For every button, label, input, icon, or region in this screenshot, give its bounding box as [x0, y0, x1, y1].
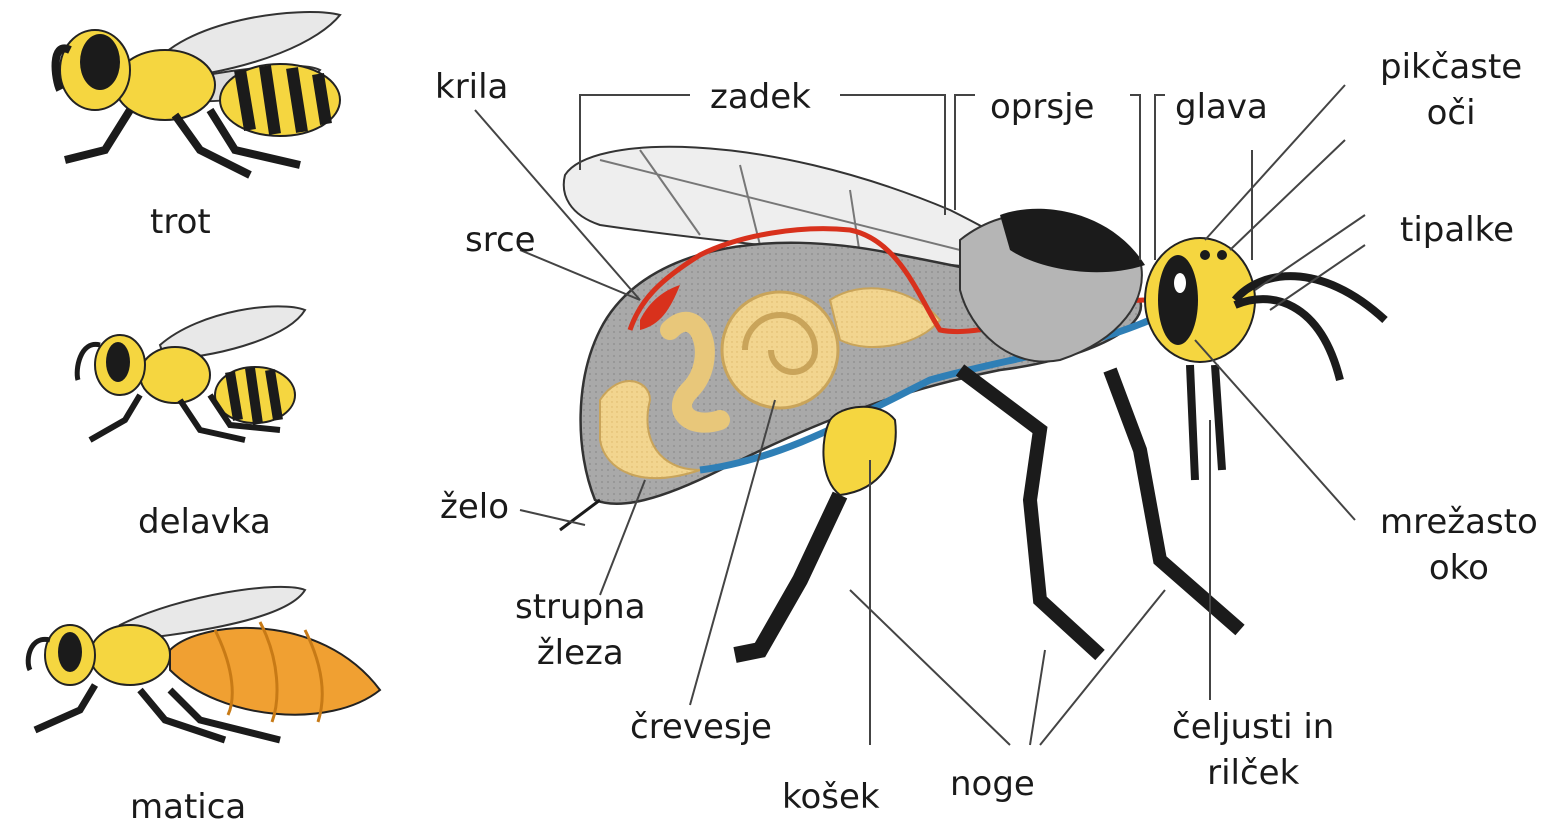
worker-bee-illustration — [77, 306, 305, 440]
queen-bee-illustration — [28, 587, 380, 740]
label-head: glava — [1175, 85, 1268, 131]
drone-bee-illustration — [56, 12, 340, 175]
label-thorax: oprsje — [990, 85, 1094, 131]
label-pollen-basket: košek — [782, 775, 880, 821]
label-ocelli: pikčaste oči — [1380, 45, 1522, 137]
label-wings: krila — [435, 65, 508, 111]
label-heart: srce — [465, 218, 536, 264]
label-intestine: črevesje — [630, 705, 772, 751]
label-legs: noge — [950, 762, 1035, 808]
caste-label-queen: matica — [130, 785, 246, 831]
label-venom-gland: strupna žleza — [515, 585, 646, 677]
anatomy-bee-illustration — [560, 147, 1385, 655]
caste-label-worker: delavka — [138, 500, 271, 546]
caste-label-drone: trot — [150, 200, 211, 246]
label-sting: želo — [440, 485, 509, 531]
label-mandibles-proboscis: čeljusti in rilček — [1172, 705, 1334, 797]
label-abdomen: zadek — [710, 75, 811, 121]
label-antennae: tipalke — [1400, 208, 1514, 254]
label-compound-eye: mrežasto oko — [1380, 500, 1538, 592]
